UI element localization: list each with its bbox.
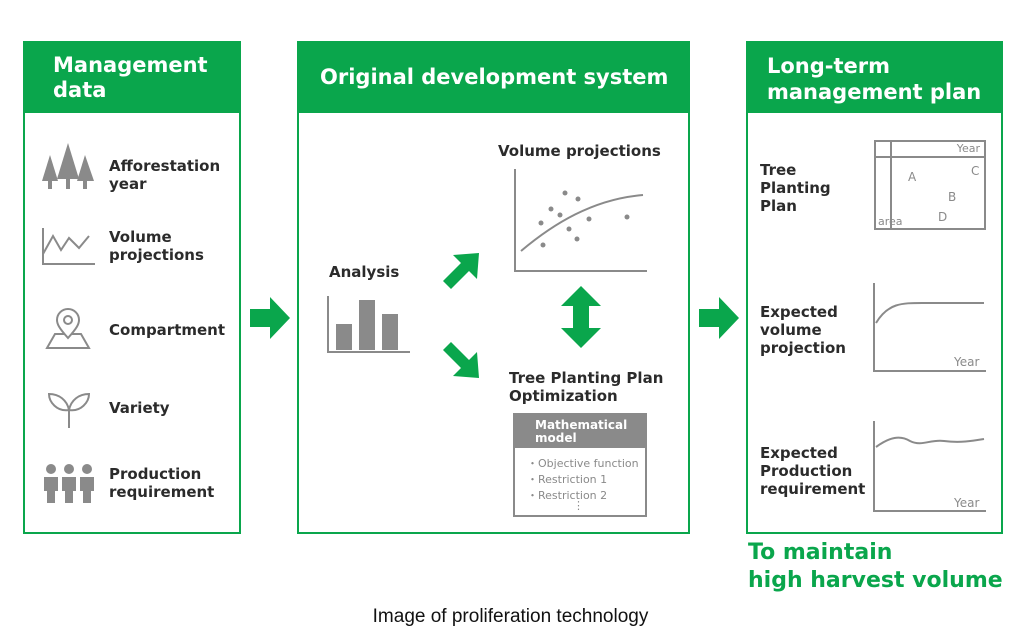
model-item-objective: ・Objective function <box>527 457 639 470</box>
table-cell-a: A <box>908 170 917 184</box>
long-term-plan-header: Long-term management plan <box>746 41 1003 113</box>
table-cell-c: C <box>971 164 980 178</box>
sprout-icon <box>47 392 91 428</box>
original-system-header: Original development system <box>297 41 690 113</box>
table-cell-d: D <box>938 210 948 224</box>
line-chart-icon <box>42 228 95 265</box>
table-cell-b: B <box>948 190 957 204</box>
up-down-arrow-icon <box>561 286 601 348</box>
expected-volume-chart <box>873 283 986 372</box>
analysis-label: Analysis <box>329 263 400 281</box>
plan-title-line2: management plan <box>767 80 982 104</box>
volume-projections-label: Volume projections <box>498 142 661 160</box>
table-year-label: Year <box>956 142 980 155</box>
original-system-panel: Original development system Analysis Vol… <box>297 41 690 534</box>
model-more: ⋮ <box>573 499 584 512</box>
item-variety: Variety <box>109 399 170 417</box>
model-item-restriction-1: ・Restriction 1 <box>527 473 608 486</box>
expected-production-chart <box>873 421 986 512</box>
expected-production-year: Year <box>954 496 980 510</box>
people-icon <box>44 464 94 503</box>
arrow-right-icon <box>250 297 290 339</box>
scatter-chart-icon <box>514 169 647 272</box>
model-item-restriction-2: ・Restriction 2 <box>527 489 608 502</box>
item-compartment: Compartment <box>109 321 226 339</box>
caption: Image of proliferation technology <box>372 606 649 627</box>
map-pin-icon <box>45 308 91 349</box>
table-area-label: area <box>878 215 903 228</box>
management-title-line2: data <box>53 78 107 102</box>
tree-planting-table: Year area A C B D <box>874 140 986 230</box>
arrow-up-right-icon <box>443 253 479 289</box>
management-title-line1: Management <box>53 53 208 77</box>
management-data-header: Management data <box>23 41 241 113</box>
arrow-down-right-icon <box>443 342 479 378</box>
expected-volume-year: Year <box>954 355 980 369</box>
trees-icon <box>42 143 94 189</box>
bar-chart-icon <box>327 296 410 353</box>
plan-title-line1: Long-term <box>767 54 891 78</box>
arrow-right-icon-2 <box>699 297 739 339</box>
system-title: Original development system <box>320 65 669 89</box>
